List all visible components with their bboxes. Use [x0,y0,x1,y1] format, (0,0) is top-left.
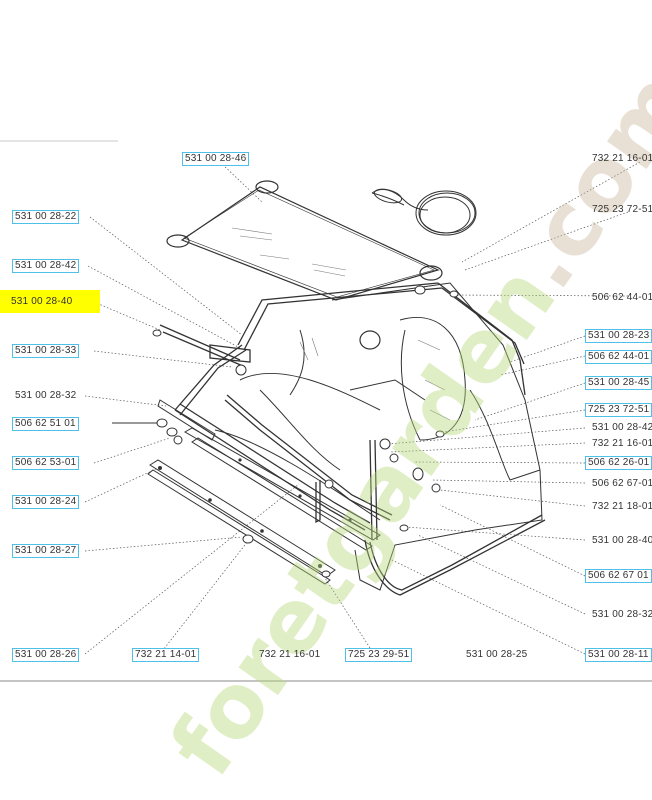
part-label[interactable]: 531 00 28-25 [466,649,528,660]
part-label[interactable]: 531 00 28-27 [12,544,80,558]
part-label-highlighted[interactable]: 531 00 28-40 [0,290,100,313]
part-label[interactable]: 531 00 28-26 [12,648,80,662]
part-label[interactable]: 531 00 28-45 [585,376,652,390]
part-label[interactable]: 506 62 67-01 [592,478,652,489]
part-label[interactable]: 531 00 28-32 [592,609,652,620]
part-label[interactable]: 732 21 16-01 [259,649,321,660]
part-label[interactable]: 506 62 67 01 [585,569,652,583]
part-label[interactable]: 732 21 18-01 [592,501,652,512]
part-label[interactable]: 531 00 28-40 [592,535,652,546]
part-label[interactable]: 506 62 53-01 [12,456,80,470]
part-label[interactable]: 531 00 28-42 [12,259,80,273]
part-label[interactable]: 725 23 72-51 [585,403,652,417]
part-label[interactable]: 531 00 28-42 [592,422,652,433]
part-label[interactable]: 506 62 26-01 [585,456,652,470]
part-label[interactable]: 531 00 28-32 [15,390,77,401]
part-label[interactable]: 506 62 51 01 [12,417,79,431]
part-label[interactable]: 506 62 44-01 [585,350,652,364]
part-label[interactable]: 732 21 16-01 [592,438,652,449]
part-label[interactable]: 531 00 28-33 [12,344,80,358]
part-label[interactable]: 725 23 29-51 [345,648,413,662]
part-label[interactable]: 531 00 28-11 [585,648,652,662]
part-label[interactable]: 531 00 28-22 [12,210,80,224]
part-label[interactable]: 732 21 16-01 [592,153,652,164]
part-label[interactable]: 732 21 14-01 [132,648,200,662]
part-label[interactable]: 531 00 28-24 [12,495,80,509]
part-label[interactable]: 506 62 44-01 [592,292,652,303]
part-label[interactable]: 531 00 28-46 [182,152,250,166]
part-label[interactable]: 725 23 72-51 [592,204,652,215]
part-label[interactable]: 531 00 28-23 [585,329,652,343]
